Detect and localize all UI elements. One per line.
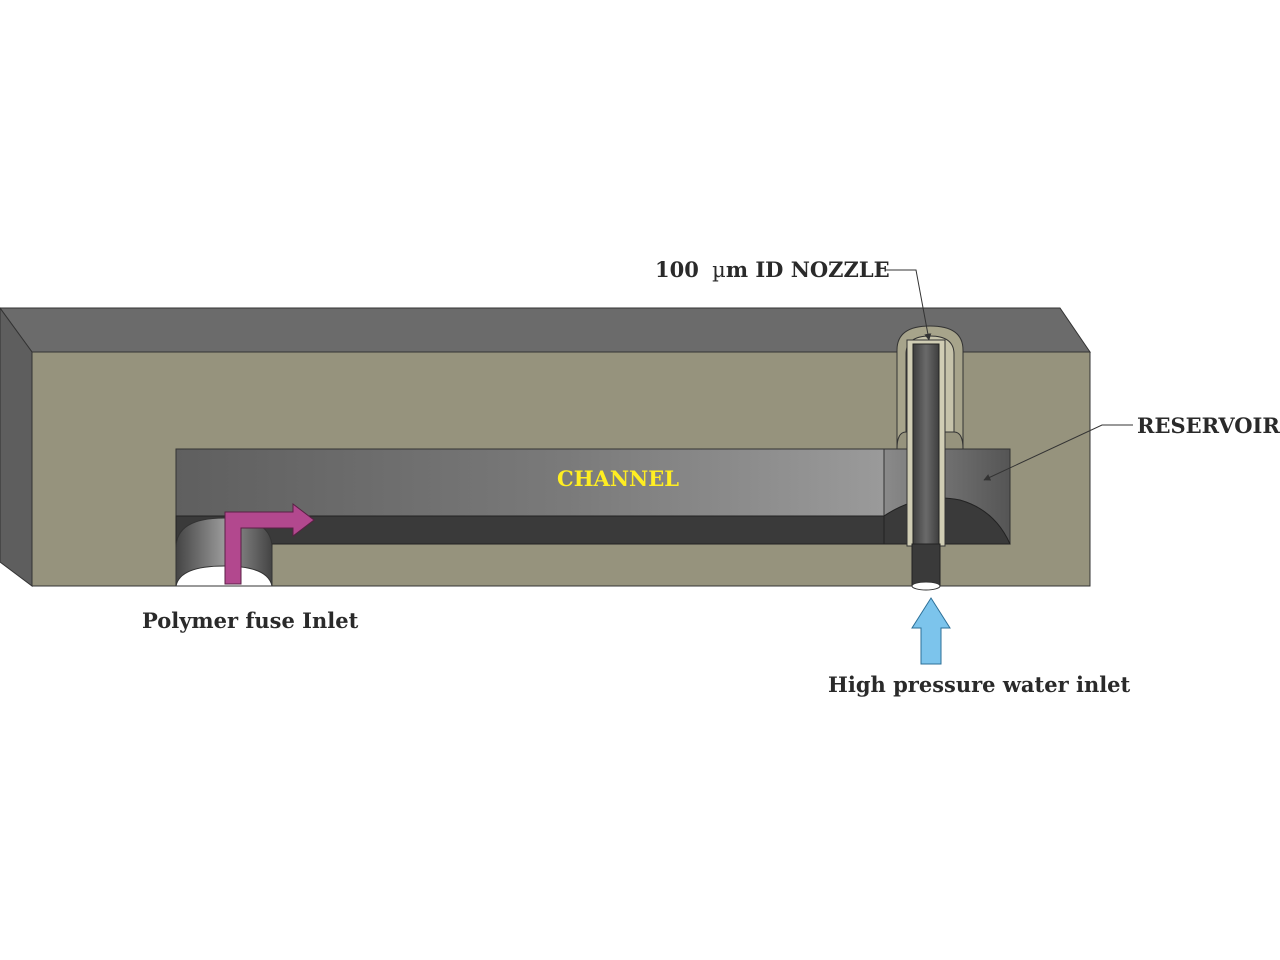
nozzle-label-unit: µ [712,258,726,282]
water-inlet-bore [911,543,941,587]
polymer-flow-arrow [224,502,315,585]
channel-cavity [175,448,885,517]
nozzle-tube-bore [912,343,940,547]
channel-label: CHANNEL [557,466,679,491]
polymer-inlet-opening [175,565,273,587]
nozzle-label-value: 100 [655,257,699,282]
nozzle-leader-line [885,269,932,341]
nozzle-label: 100 µm ID NOZZLE [655,257,890,282]
block-left-face [0,307,33,587]
water-inlet-opening [911,581,941,591]
water-inlet-arrow [911,597,951,665]
polymer-inlet-label: Polymer fuse Inlet [142,608,359,633]
nozzle-label-suffix: m ID NOZZLE [726,257,890,282]
water-inlet-label: High pressure water inlet [828,672,1131,697]
reservoir-label: RESERVOIR [1137,413,1280,438]
reservoir-leader-line [983,424,1133,481]
